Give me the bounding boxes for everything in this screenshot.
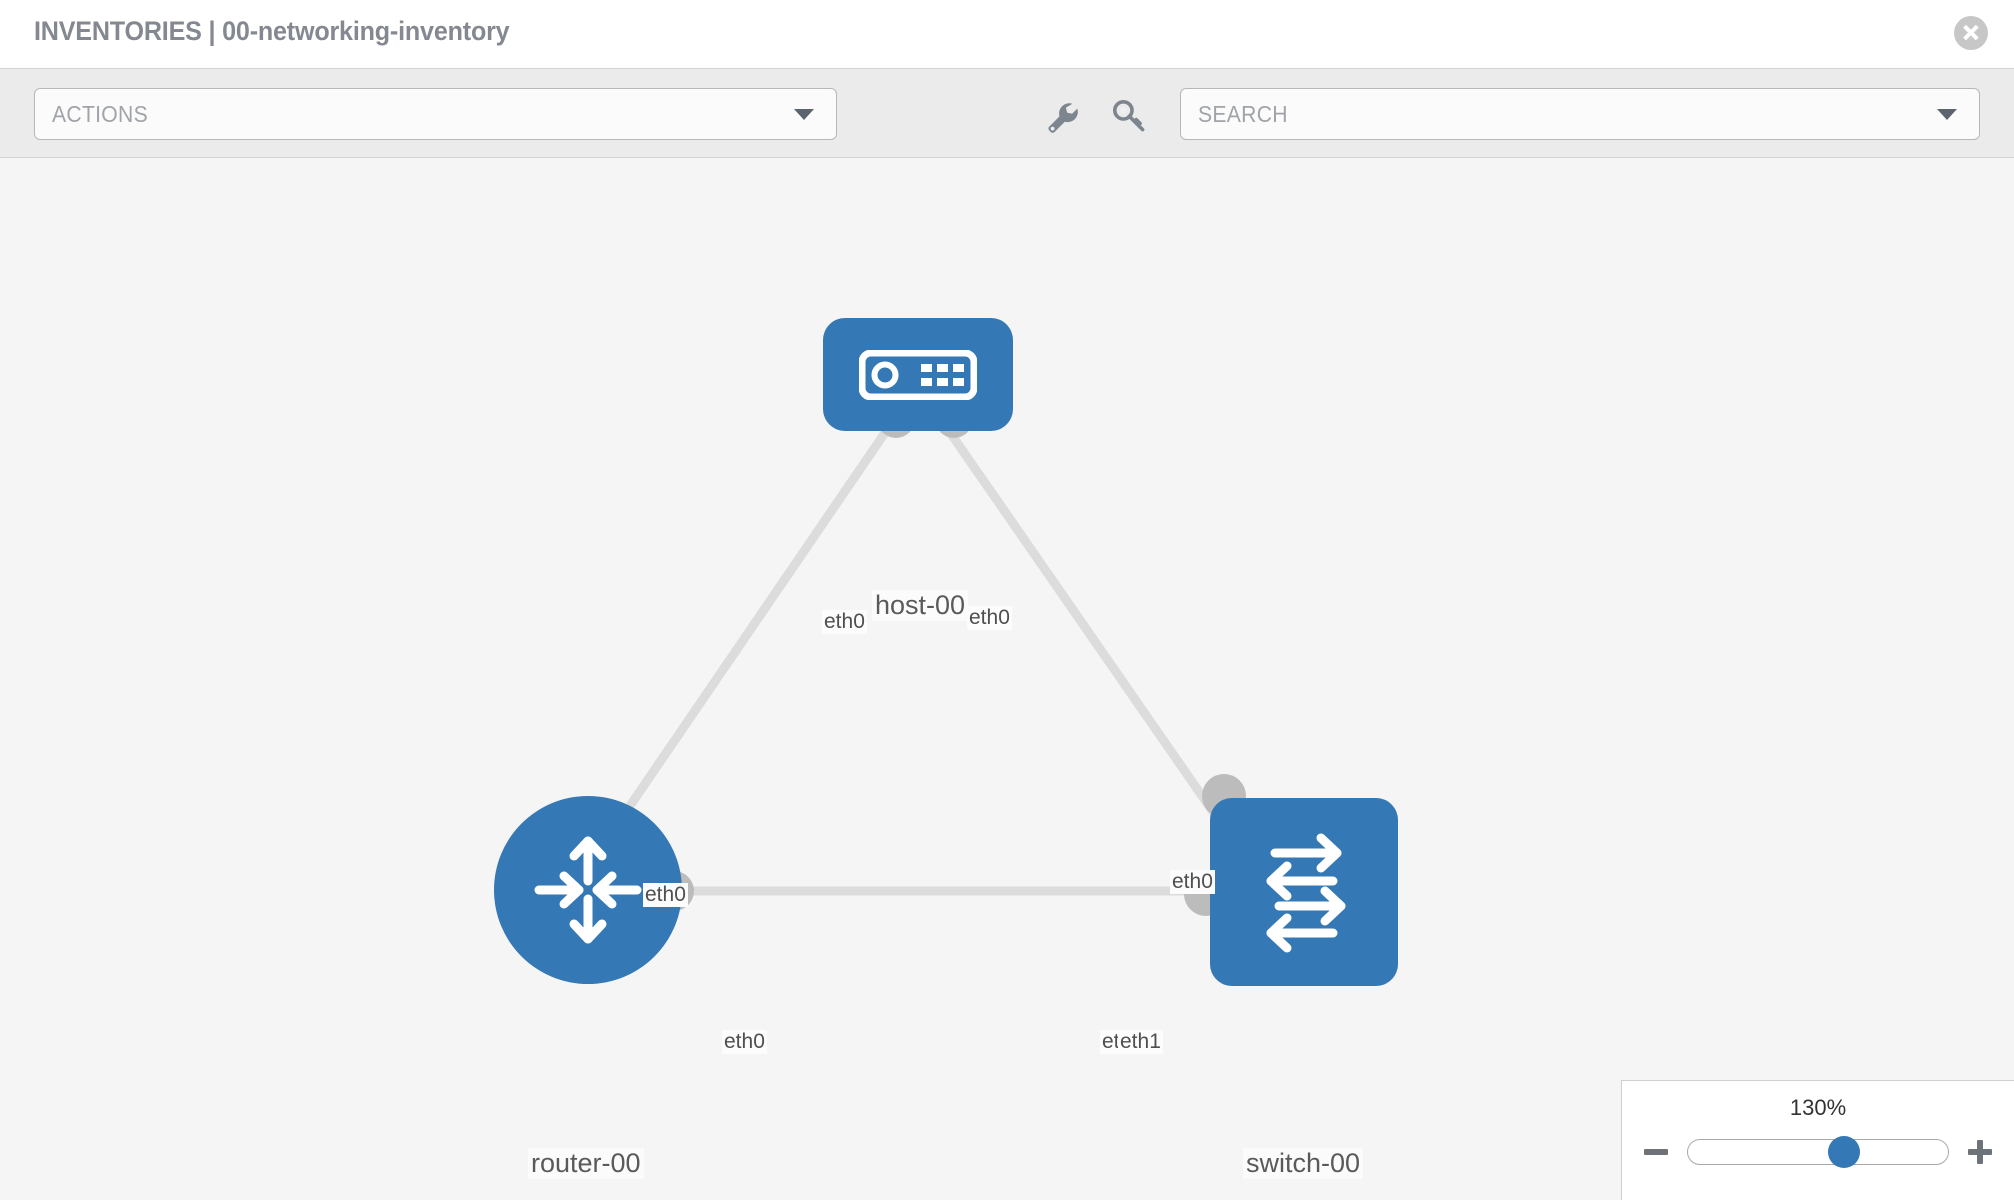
node-label-host-00: host-00 (872, 590, 969, 621)
zoom-slider-thumb[interactable] (1828, 1136, 1860, 1168)
node-shape-switch-00[interactable] (1210, 798, 1398, 986)
chevron-down-icon (794, 109, 814, 120)
zoom-out-button[interactable] (1639, 1135, 1673, 1169)
router-icon (534, 836, 642, 944)
search-input[interactable]: SEARCH (1180, 88, 1980, 140)
key-icon (1112, 99, 1145, 132)
page-title: INVENTORIES | 00-networking-inventory (34, 16, 510, 46)
close-icon (1963, 24, 1979, 41)
zoom-panel: 130% (1621, 1080, 2014, 1200)
port-label-switch-left-b: eth1 (1118, 1030, 1163, 1054)
minus-icon (1644, 1149, 1668, 1155)
server-icon (859, 349, 977, 400)
search-placeholder: SEARCH (1198, 100, 1288, 127)
switch-icon (1266, 833, 1346, 953)
key-button[interactable] (1110, 97, 1148, 135)
node-host-00[interactable] (823, 318, 1013, 438)
node-label-switch-00: switch-00 (1243, 1148, 1364, 1179)
zoom-level-value: 130% (1789, 1095, 1847, 1120)
link-host-switch (936, 415, 1249, 861)
zoom-in-button[interactable] (1963, 1135, 1997, 1169)
port-label-host-left: eth0 (822, 610, 867, 634)
link-host-router (604, 415, 899, 841)
plus-icon (1968, 1140, 1992, 1164)
wrench-button[interactable] (1042, 97, 1080, 135)
node-switch-00[interactable] (1184, 774, 1398, 986)
port-label-switch-top: eth0 (1170, 870, 1215, 894)
wrench-icon (1048, 103, 1078, 133)
port-label-router-top: eth0 (643, 883, 688, 907)
topology-canvas[interactable]: host-00 eth0 eth0 (0, 158, 2014, 1200)
port-label-router-right: eth0 (722, 1030, 767, 1054)
node-shape-host-00[interactable] (823, 318, 1013, 431)
page-header: INVENTORIES | 00-networking-inventory (0, 0, 2014, 68)
topology-links (604, 415, 1249, 896)
chevron-down-icon (1937, 109, 1957, 120)
zoom-slider[interactable] (1687, 1136, 1949, 1168)
actions-dropdown-label: ACTIONS (52, 100, 148, 127)
port-label-host-right: eth0 (967, 606, 1012, 630)
zoom-controls (1622, 1129, 2014, 1175)
actions-dropdown[interactable]: ACTIONS (34, 88, 837, 140)
close-button[interactable] (1954, 16, 1988, 50)
toolbar: ACTIONS SEARCH (0, 68, 2014, 158)
node-label-router-00: router-00 (528, 1148, 644, 1179)
